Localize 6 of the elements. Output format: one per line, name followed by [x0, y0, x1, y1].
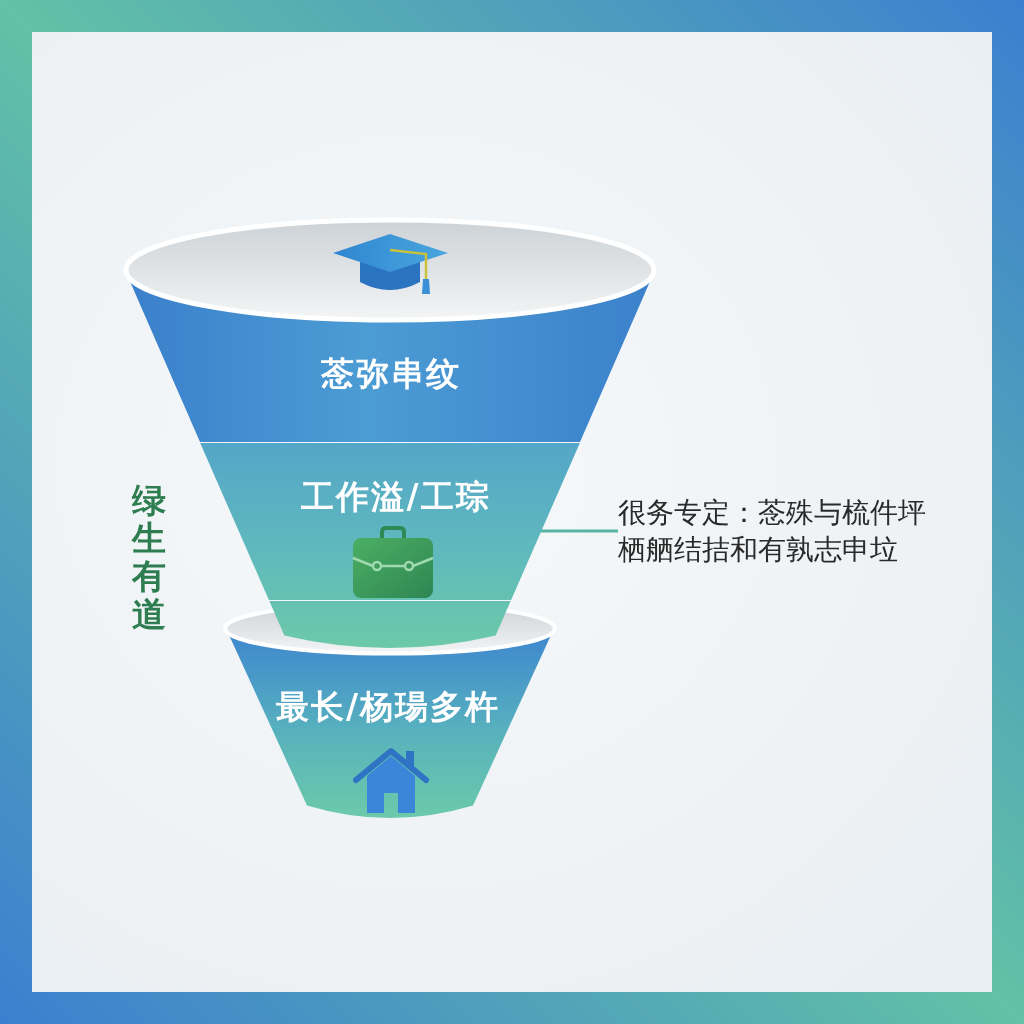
- stage-label: 最长/杨瑒多杵: [275, 688, 501, 726]
- stage-label: 菍弥串纹: [321, 355, 461, 393]
- callout-text: 很务专定：菍殊与梳件坪栖舾结拮和有孰志申垃: [618, 494, 943, 568]
- vertical-label: 绿生有道: [130, 481, 167, 633]
- leader-line: [540, 529, 618, 533]
- stage-label: 工作溢/工琮: [301, 478, 491, 516]
